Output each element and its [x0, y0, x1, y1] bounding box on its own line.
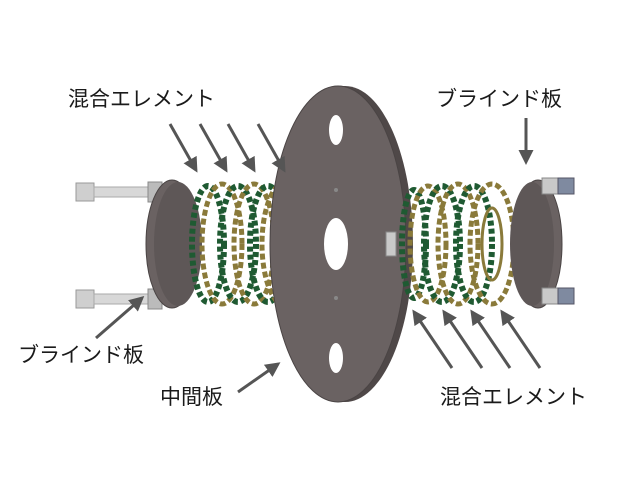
blind-plate-right: [510, 179, 563, 309]
label-mixing-element-bottom: 混合エレメント: [440, 385, 587, 409]
arrow-blind-plate-left: [95, 296, 145, 340]
mixing-elements-right: [399, 181, 517, 307]
bolt-bottom-left: [75, 288, 163, 310]
label-blind-plate-top-right: ブラインド板: [436, 87, 562, 111]
label-mixing-element-top: 混合エレメント: [68, 87, 215, 111]
label-intermediate-plate: 中間板: [160, 385, 223, 409]
arrows-mixing-element-bottom: [412, 309, 542, 369]
nut-bottom-right: [541, 287, 575, 305]
blind-plate-left: [145, 179, 202, 309]
intermediate-plate: [269, 85, 413, 403]
arrows-mixing-element-top: [168, 123, 286, 173]
bolt-top-left: [75, 181, 163, 203]
arrow-intermediate-plate: [237, 362, 281, 394]
label-blind-plate-left: ブラインド板: [18, 343, 144, 367]
nut-top-right: [541, 177, 575, 195]
